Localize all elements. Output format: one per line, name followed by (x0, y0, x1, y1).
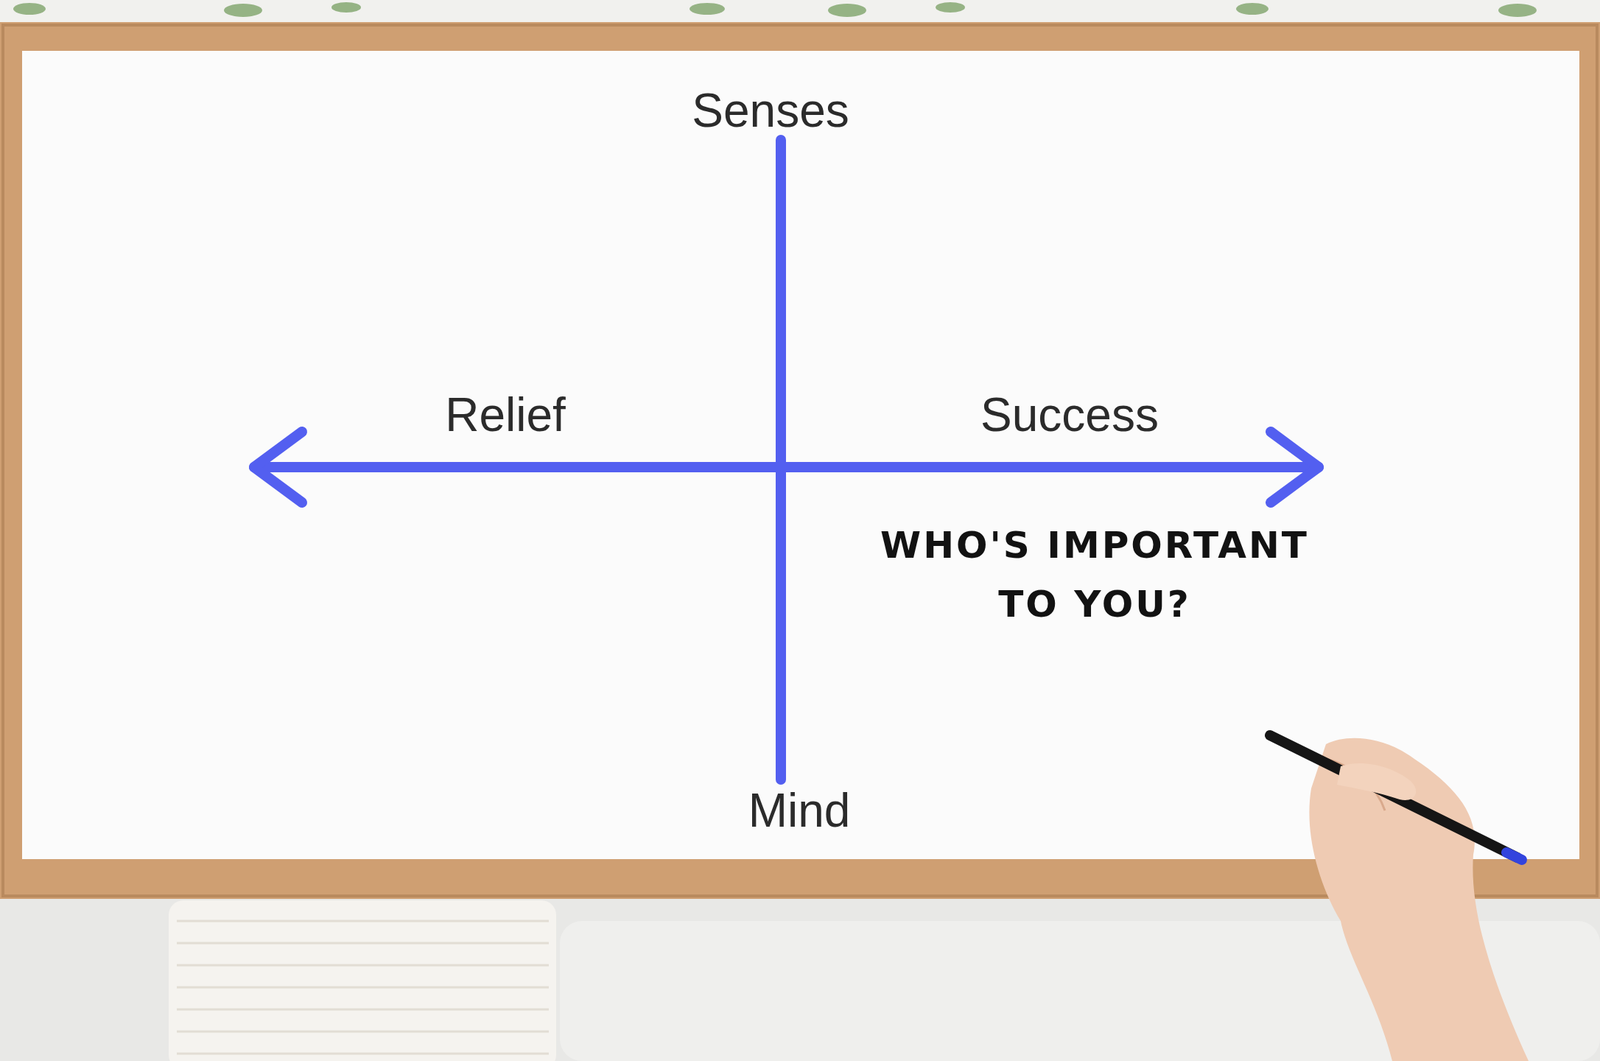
wooden-frame (0, 22, 1600, 899)
arrowhead-left (254, 431, 303, 503)
axis-label-bottom: Mind (748, 784, 851, 837)
handwritten-note: WHO'S IMPORTANT TO YOU? (858, 515, 1331, 634)
arrowhead-right (1270, 431, 1319, 503)
horizontal-axis (254, 461, 1319, 473)
frame-edge (2, 25, 1598, 896)
woven-vase (168, 900, 557, 1061)
plant-leaves (13, 2, 1537, 17)
axis-label-top: Senses (691, 84, 849, 137)
axis-label-left: Relief (444, 388, 566, 441)
board-surface (22, 50, 1580, 859)
axis-label-right: Success (980, 388, 1159, 441)
vertical-axis (775, 139, 787, 780)
hand-with-pen (1269, 735, 1529, 1061)
axes (254, 139, 1319, 780)
